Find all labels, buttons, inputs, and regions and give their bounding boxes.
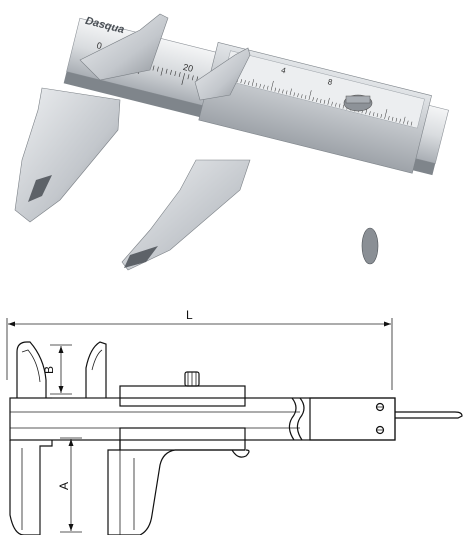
vernier-tick — [289, 88, 292, 96]
vernier-tick — [259, 83, 261, 88]
vernier-tick — [395, 117, 398, 122]
thumb-wheel-icon — [231, 449, 250, 458]
screw-icon — [375, 425, 385, 435]
scale-tick — [156, 66, 159, 72]
vernier-tick — [270, 80, 274, 91]
vernier-tick — [255, 82, 258, 87]
vernier-tick — [407, 120, 409, 125]
sliding-jaw-tip-shadow — [124, 246, 158, 268]
vernier-tick — [391, 116, 394, 121]
vernier-tick — [297, 93, 299, 98]
dimension-label-B: B — [42, 366, 56, 374]
vernier-tick — [327, 97, 330, 105]
vernier-tick — [399, 118, 401, 123]
dimension-A: A — [57, 437, 82, 533]
fixed-jaw-tip-shadow — [28, 175, 52, 202]
lock-screw-knurl — [345, 95, 371, 104]
vernier-tick — [301, 94, 303, 99]
vernier-tick — [388, 115, 390, 120]
scale-tick — [181, 73, 185, 85]
vernier-tick — [403, 116, 406, 124]
fixed-outside-jaw — [14, 87, 121, 223]
dimension-B: B — [42, 344, 72, 395]
slider-bottom — [119, 427, 246, 451]
sliding-inside-jaw-outline — [85, 341, 107, 398]
vernier-tick — [308, 90, 312, 101]
vernier-tick — [319, 98, 322, 103]
scale-tick — [191, 75, 194, 81]
vernier-tick — [278, 88, 280, 93]
thumb-wheel-icon — [361, 227, 379, 265]
caliper-diagram: L B A — [6, 308, 463, 535]
slider-top — [119, 385, 246, 407]
vernier-tick — [335, 102, 337, 107]
fixed-outside-jaw-outline — [9, 440, 53, 535]
vernier-tick — [282, 89, 284, 94]
vernier-tick — [240, 79, 242, 84]
vernier-tick — [342, 104, 345, 109]
sliding-outside-jaw-outline — [107, 440, 245, 535]
vernier-tick — [244, 80, 246, 85]
scale-tick — [174, 70, 177, 76]
vernier-number: 8 — [327, 77, 334, 87]
main-scale-number: 0 — [96, 40, 103, 51]
caliper-photo: 0 10 20 30 40 50 60 0 4 8 Dasqua — [14, 13, 449, 271]
dimension-L: L — [6, 308, 393, 390]
fixed-inside-jaw-detail — [21, 349, 41, 383]
sliding-inside-jaw-detail — [91, 349, 103, 371]
scale-tick — [160, 67, 164, 76]
dimension-label-A: A — [57, 482, 71, 490]
vernier-tick — [251, 79, 255, 86]
vernier-tick — [384, 109, 388, 119]
vernier-tick — [323, 99, 326, 104]
vernier-tick — [372, 112, 375, 117]
scale-tick — [178, 72, 181, 78]
scale-tick — [165, 68, 168, 74]
vernier-tick — [263, 84, 265, 89]
vernier-tick — [338, 103, 341, 108]
vernier-tick — [410, 121, 413, 126]
scale-tick — [187, 74, 190, 80]
fixed-inside-jaw — [79, 13, 169, 81]
break-line-left — [288, 397, 297, 441]
vernier-tick — [369, 111, 371, 116]
vernier-tick — [304, 95, 307, 100]
vernier-tick — [331, 101, 333, 106]
vernier-tick — [376, 113, 379, 118]
vernier-tick — [266, 85, 269, 90]
screw-icon — [375, 402, 385, 412]
beam-outline — [9, 397, 396, 441]
vernier-number: 4 — [280, 66, 287, 76]
vernier-tick — [293, 92, 295, 97]
scale-tick — [170, 69, 172, 75]
depth-rod — [395, 411, 463, 419]
vernier-tick — [380, 114, 382, 119]
vernier-tick — [248, 81, 250, 86]
vernier-tick — [285, 90, 288, 95]
break-line-right — [296, 397, 305, 441]
end-plate — [309, 397, 396, 441]
fixed-inside-jaw-outline — [16, 341, 47, 398]
vernier-tick — [316, 98, 318, 103]
scale-tick — [152, 65, 155, 71]
dimension-label-L: L — [186, 308, 193, 322]
vernier-tick — [312, 97, 314, 102]
vernier-tick — [274, 87, 277, 92]
sliding-outside-jaw — [121, 159, 251, 271]
sliding-inside-jaw — [194, 47, 251, 101]
main-scale-number: 20 — [182, 62, 194, 74]
